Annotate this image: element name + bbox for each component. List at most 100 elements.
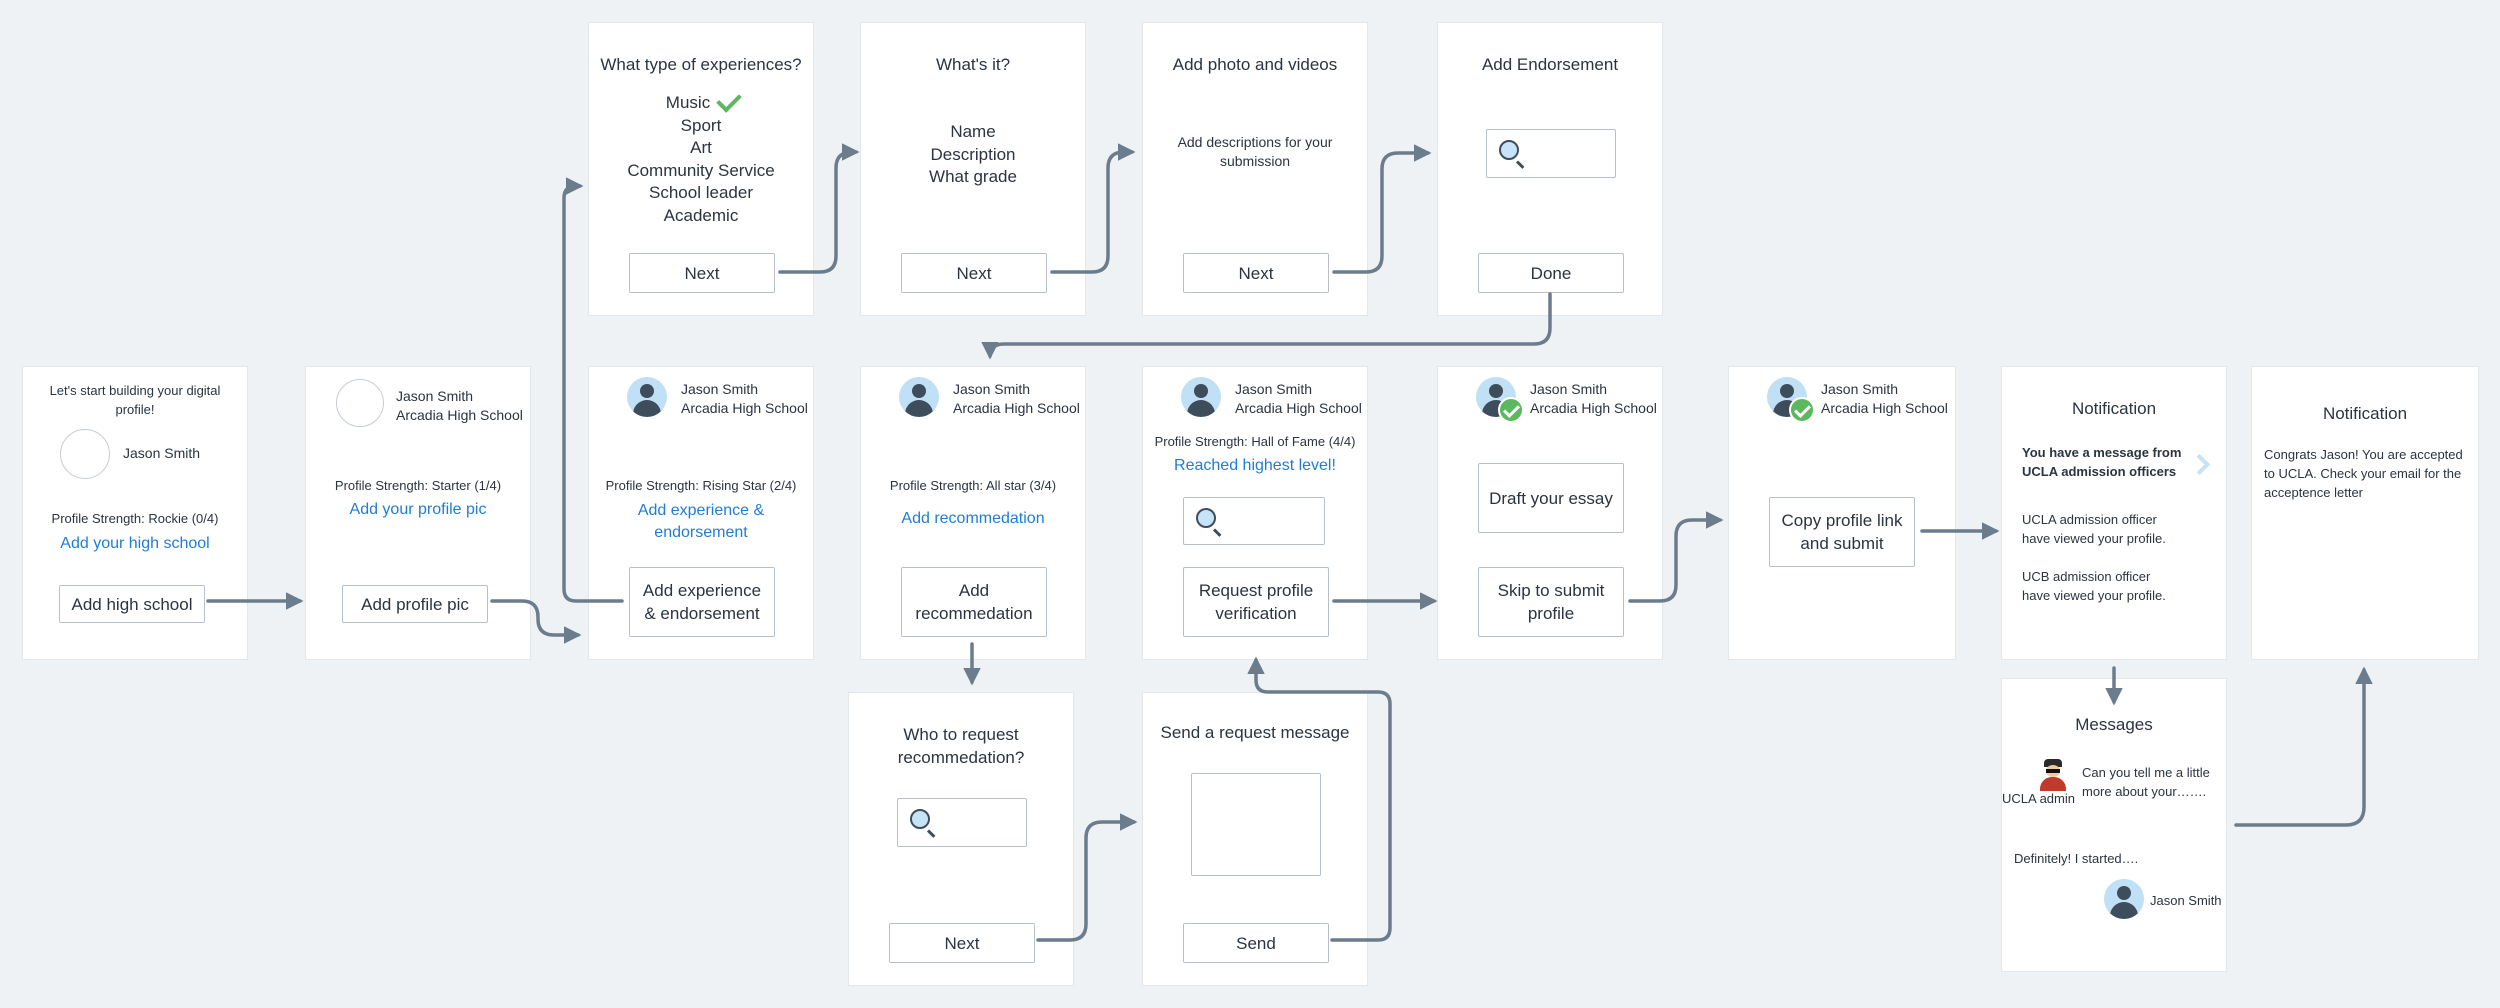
avatar-placeholder[interactable] bbox=[60, 429, 110, 479]
reply-message: Definitely! I started…. bbox=[2014, 851, 2139, 866]
card-title: Notification bbox=[2071, 399, 2157, 418]
draft-essay-button[interactable]: Draft your essay bbox=[1478, 463, 1624, 533]
add-experience-card: Jason Smith Arcadia High School Profile … bbox=[588, 366, 814, 660]
send-button[interactable]: Send bbox=[1183, 923, 1329, 963]
field-what-grade[interactable]: What grade bbox=[929, 167, 1017, 187]
profile-strength: Profile Strength: All star (3/4) bbox=[889, 478, 1057, 493]
profile-strength: Profile Strength: Hall of Fame (4/4) bbox=[1154, 434, 1356, 449]
option-school-leader[interactable]: School leader bbox=[649, 183, 753, 203]
arrow-connector bbox=[778, 143, 860, 274]
search-input[interactable] bbox=[1183, 497, 1325, 545]
add-profile-pic-button[interactable]: Add profile pic bbox=[342, 585, 488, 623]
profile-strength: Profile Strength: Rockie (0/4) bbox=[51, 511, 219, 526]
profile-strength: Profile Strength: Starter (1/4) bbox=[334, 478, 502, 493]
search-input[interactable] bbox=[1486, 129, 1616, 178]
add-photo-card: Add photo and videos Add descriptions fo… bbox=[1142, 22, 1368, 316]
add-high-school-button[interactable]: Add high school bbox=[59, 585, 205, 623]
next-button[interactable]: Next bbox=[1183, 253, 1329, 293]
add-endorsement-card: Add Endorsement Done bbox=[1437, 22, 1663, 316]
arrow-connector bbox=[1628, 511, 1724, 603]
option-community-service[interactable]: Community Service bbox=[627, 160, 775, 180]
arrow-connector bbox=[1332, 144, 1432, 274]
option-sport[interactable]: Sport bbox=[680, 115, 722, 135]
user-info: Jason Smith Arcadia High School bbox=[396, 387, 523, 425]
submit-card: Jason Smith Arcadia High School Copy pro… bbox=[1728, 366, 1956, 660]
admin-label: UCLA admin bbox=[2002, 791, 2075, 806]
add-experience-link[interactable]: Add experience &endorsement bbox=[637, 502, 765, 541]
user-school: Arcadia High School bbox=[396, 407, 523, 423]
avatar bbox=[627, 377, 667, 417]
card-title: What's it? bbox=[935, 55, 1011, 74]
add-recommendation-card: Jason Smith Arcadia High School Profile … bbox=[860, 366, 1086, 660]
search-icon bbox=[910, 809, 930, 829]
add-recommendation-link[interactable]: Add recommedation bbox=[901, 510, 1045, 527]
add-high-school-link[interactable]: Add your high school bbox=[60, 535, 210, 552]
user-name: Jason Smith bbox=[1235, 381, 1313, 397]
arrow-connector bbox=[490, 599, 582, 644]
description-line: submission bbox=[1219, 153, 1291, 169]
arrow-connector bbox=[1050, 143, 1136, 274]
next-button[interactable]: Next bbox=[901, 253, 1047, 293]
verification-card: Jason Smith Arcadia High School Profile … bbox=[1142, 366, 1368, 660]
option-academic[interactable]: Academic bbox=[663, 205, 739, 225]
avatar bbox=[899, 377, 939, 417]
option-art[interactable]: Art bbox=[690, 138, 712, 158]
card-title: Notification bbox=[2322, 404, 2408, 423]
search-icon bbox=[1196, 508, 1216, 528]
card-title: Add Endorsement bbox=[1481, 55, 1619, 74]
user-label: Jason Smith bbox=[2150, 893, 2222, 908]
notification-card-2: Notification Congrats Jason! You are acc… bbox=[2251, 366, 2479, 660]
message-textarea[interactable] bbox=[1191, 773, 1321, 876]
user-name: Jason Smith bbox=[396, 388, 474, 404]
user-info: Jason Smith Arcadia High School bbox=[1821, 380, 1948, 418]
done-button[interactable]: Done bbox=[1478, 253, 1624, 293]
user-info: Jason Smith Arcadia High School bbox=[953, 380, 1080, 418]
send-request-card: Send a request message Send bbox=[1142, 692, 1368, 986]
add-profile-pic-link[interactable]: Add your profile pic bbox=[349, 501, 487, 518]
user-school: Arcadia High School bbox=[681, 400, 808, 416]
arrow-connector bbox=[1247, 656, 1392, 942]
user-name: Jason Smith bbox=[1530, 381, 1608, 397]
user-name: Jason Smith bbox=[681, 381, 759, 397]
essay-card: Jason Smith Arcadia High School Draft yo… bbox=[1437, 366, 1663, 660]
field-description[interactable]: Description bbox=[930, 144, 1016, 164]
field-name[interactable]: Name bbox=[950, 122, 996, 141]
card-title: What type of experiences? bbox=[600, 55, 802, 74]
add-experience-button[interactable]: Add experience& endorsement bbox=[629, 567, 775, 637]
verified-check-icon bbox=[1498, 397, 1524, 423]
avatar-placeholder[interactable] bbox=[336, 379, 384, 427]
messages-card: Messages UCLA admin Can you tell me a li… bbox=[2001, 678, 2227, 972]
next-button[interactable]: Next bbox=[889, 923, 1035, 963]
arrow-connector bbox=[562, 177, 624, 603]
highest-level-text: Reached highest level! bbox=[1174, 457, 1336, 474]
search-input[interactable] bbox=[897, 798, 1027, 847]
verified-check-icon bbox=[1789, 397, 1815, 423]
experience-details-card: What's it? Name Description What grade N… bbox=[860, 22, 1086, 316]
user-name: Jason Smith bbox=[123, 445, 201, 461]
card-title: Add photo and videos bbox=[1172, 55, 1338, 74]
user-info: Jason Smith Arcadia High School bbox=[1530, 380, 1657, 418]
user-info: Jason Smith Arcadia High School bbox=[1235, 380, 1362, 418]
user-info: Jason Smith Arcadia High School bbox=[681, 380, 808, 418]
option-music[interactable]: Music bbox=[589, 87, 813, 115]
user-name: Jason Smith bbox=[1821, 381, 1899, 397]
next-button[interactable]: Next bbox=[629, 253, 775, 293]
arrow-connector bbox=[1036, 813, 1138, 942]
user-name: Jason Smith bbox=[953, 381, 1031, 397]
intro-line: profile! bbox=[115, 402, 155, 417]
search-icon bbox=[1499, 140, 1519, 160]
description-line: Add descriptions for your bbox=[1177, 134, 1333, 150]
